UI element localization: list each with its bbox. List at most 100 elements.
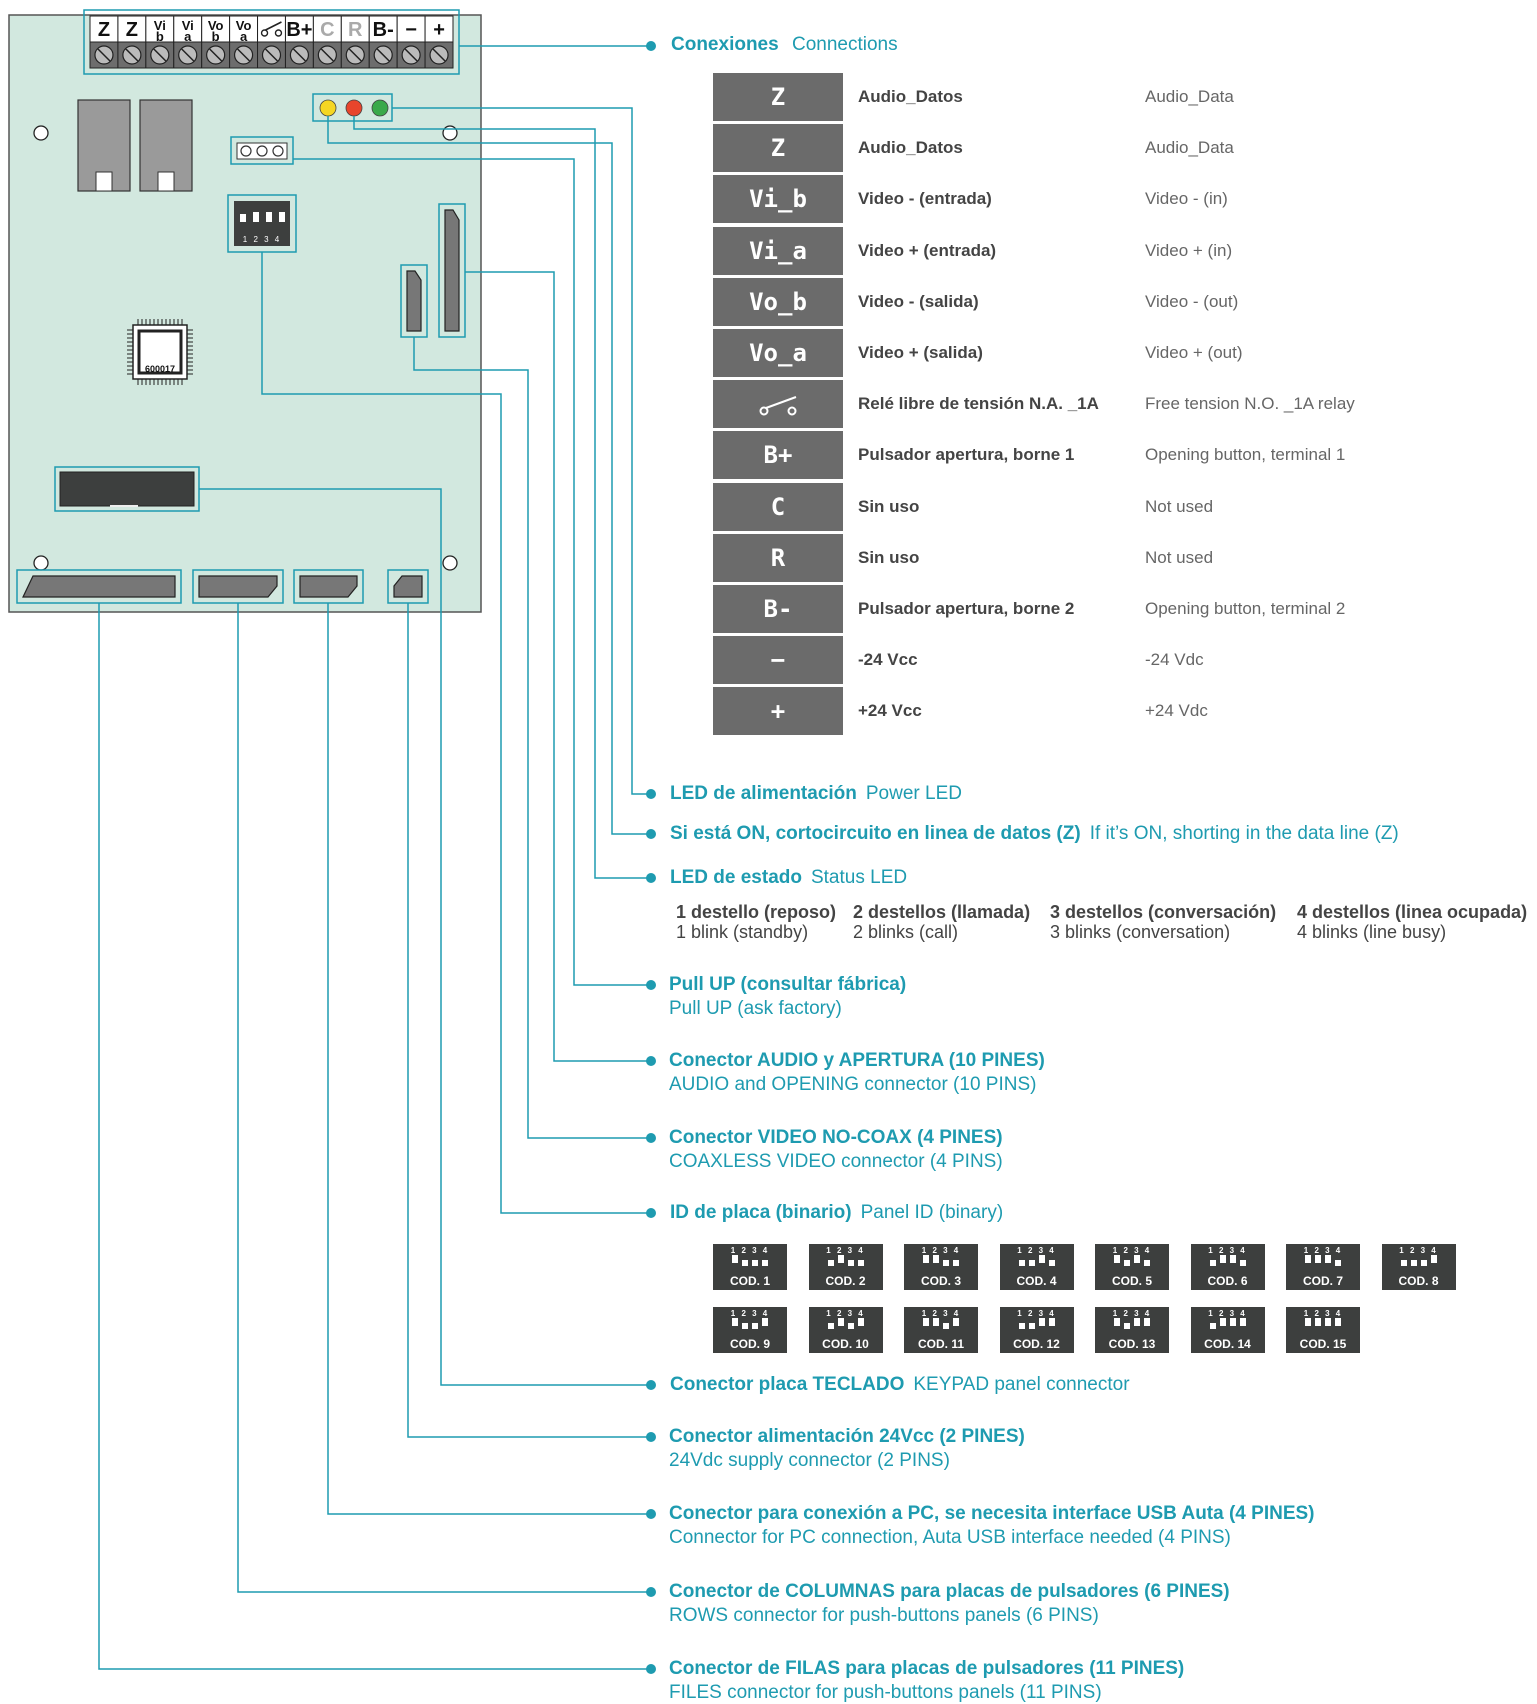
dip-code-switches (1400, 1255, 1437, 1267)
dip-code-label: COD. 10 (822, 1337, 869, 1351)
connection-label: Z (713, 73, 843, 121)
blink-en: 1 blink (standby) (676, 922, 809, 942)
dip-code-switches (1209, 1255, 1246, 1267)
leader-line (199, 488, 651, 1386)
dip-code-label: COD. 8 (1398, 1274, 1439, 1288)
dip-code-switches (1114, 1255, 1150, 1267)
connection-label (713, 380, 843, 429)
connections-title-en: Connections (791, 34, 898, 55)
leader-line (413, 337, 651, 1139)
dip-toggle-on (1229, 1318, 1236, 1326)
connection-es: Video + (entrada) (858, 240, 997, 260)
dip-toggle-off (847, 1260, 854, 1266)
blink-es: 3 destellos (conversación) (1050, 902, 1277, 922)
pullup-frame (230, 136, 294, 165)
dip-code-numbers: 1 2 3 4 (1303, 1246, 1343, 1255)
connection-label: Vi_a (713, 226, 843, 275)
dip-code-label: COD. 2 (825, 1274, 866, 1288)
dip-toggle-on (1048, 1318, 1055, 1326)
callout-dot (646, 1208, 656, 1218)
dip-code-numbers: 1 2 3 4 (921, 1309, 961, 1318)
callout-en: Pull UP (ask factory) (669, 998, 842, 1019)
dip-toggle-off (1028, 1323, 1035, 1329)
leader-line (293, 158, 651, 986)
callout-dot (646, 41, 656, 51)
terminal-screw-slot (264, 48, 279, 62)
blink-item: 2 destellos (llamada)2 blinks (call) (853, 902, 1030, 942)
chip-body (137, 329, 183, 375)
callout-es: Conector de COLUMNAS para placas de puls… (669, 1581, 1230, 1602)
connection-en: Opening button, terminal 2 (1145, 599, 1346, 618)
callout-en: If it’s ON, shorting in the data line (Z… (1089, 823, 1399, 844)
dip-toggle-off (857, 1260, 864, 1266)
dip-toggle-off (1124, 1260, 1130, 1266)
dip-toggle-on (1430, 1255, 1437, 1263)
callout-dot (646, 873, 656, 883)
dip-code-label: COD. 13 (1108, 1337, 1156, 1351)
connection-label: Vi_b (713, 175, 843, 224)
dip-toggle-on (923, 1318, 929, 1326)
callout-en: Panel ID (binary) (860, 1202, 1004, 1223)
dip-code-numbers: 1 2 3 4 (730, 1309, 770, 1318)
blink-en: 2 blinks (call) (853, 922, 959, 942)
dip-code-switches (1018, 1255, 1055, 1267)
dip-code-switches (1114, 1318, 1150, 1330)
terminal-label: − (405, 19, 417, 41)
callout-es: Conector de FILAS para placas de pulsado… (669, 1658, 1185, 1679)
jumper-pin (240, 145, 252, 157)
dip-toggle-off (827, 1260, 834, 1266)
callout-en: 24Vdc supply connector (2 PINS) (669, 1450, 950, 1471)
audio-connector (444, 209, 460, 332)
dip-code-label: COD. 12 (1013, 1337, 1060, 1351)
relay-contact-b (787, 406, 797, 416)
connection-label: C (713, 482, 843, 531)
callout-4-en: AUDIO and OPENING connector (10 PINS) (669, 1074, 1036, 1096)
dip-toggle-on (1038, 1318, 1045, 1326)
connections-title: Conexiones Connections (671, 34, 898, 56)
dip-toggle-off (847, 1323, 854, 1329)
dip-toggle-off (827, 1323, 834, 1329)
connections-title-es: Conexiones (671, 34, 779, 55)
jumper-pin (272, 145, 284, 157)
connection-label: Vo_a (713, 329, 843, 377)
callout-dot (646, 1664, 656, 1674)
connection-es: Pulsador apertura, borne 2 (858, 599, 1075, 618)
callout-11-en: FILES connector for push-buttons panels … (669, 1682, 1102, 1704)
blink-item: 3 destellos (conversación)3 blinks (conv… (1050, 902, 1276, 942)
terminal-label: R (348, 19, 363, 41)
dip-code-label: COD. 15 (1299, 1337, 1347, 1351)
terminal-screw-slot (97, 48, 111, 62)
connection-label: R (713, 533, 843, 582)
terminal-screw-slot (209, 48, 223, 62)
dip-toggle-on (1219, 1318, 1226, 1326)
dip-toggle-on (953, 1318, 959, 1326)
dip-switch (234, 201, 290, 246)
blink-item: 1 destello (reposo)1 blink (standby) (676, 902, 836, 942)
terminal-screw-slot (404, 48, 418, 62)
terminal-block-frame (83, 9, 460, 75)
terminal-screw-slot (292, 48, 306, 62)
dip-code-switches (827, 1318, 864, 1330)
dip-code-numbers: 1 2 3 4 (730, 1246, 770, 1255)
terminal-screw-slot (237, 48, 251, 62)
mounting-hole (442, 555, 458, 571)
callout-3-en: Pull UP (ask factory) (669, 998, 842, 1020)
callout-6: ID de placa (binario)Panel ID (binary) (670, 1202, 1003, 1224)
dip-toggle-on (837, 1255, 844, 1263)
dip-code-label: COD. 5 (1111, 1274, 1152, 1288)
relay-blade (765, 396, 797, 410)
mounting-hole (33, 555, 49, 571)
connection-es: Pulsador apertura, borne 1 (858, 445, 1075, 465)
terminal-label-top: Vo (236, 18, 252, 33)
dip-code-numbers: 1 2 3 4 (1399, 1246, 1438, 1255)
dip-numbers: 1 2 3 4 (243, 235, 281, 244)
callout-en: Status LED (810, 867, 908, 888)
terminal-label: Z (98, 19, 110, 41)
callout-3-es: Pull UP (consultar fábrica) (669, 974, 906, 996)
